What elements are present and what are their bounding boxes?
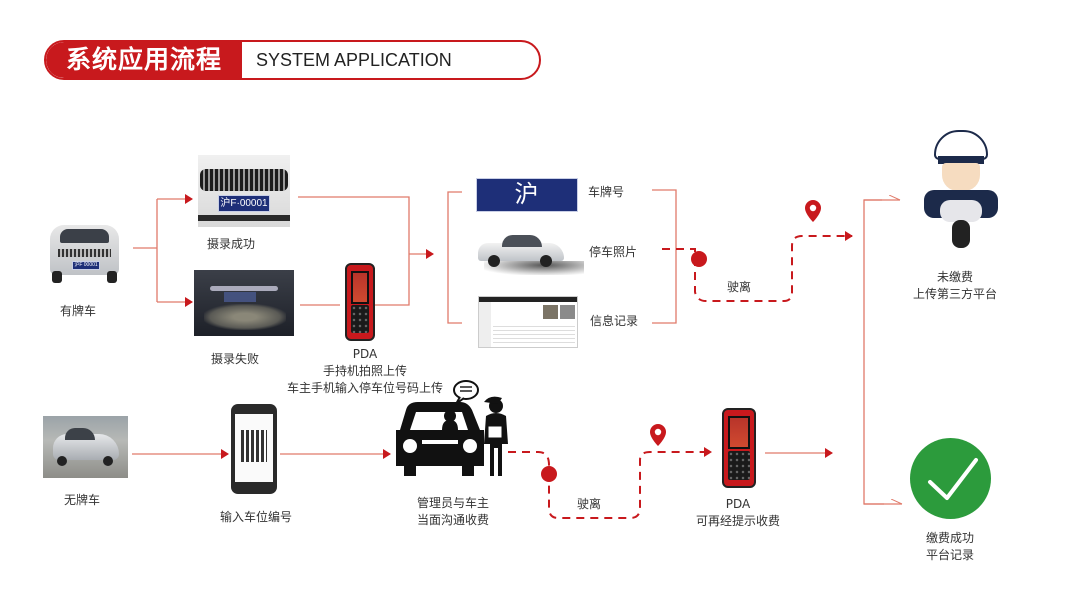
unpaid-caption: 未缴费 上传第三方平台 <box>900 269 1010 303</box>
drive-away-top-label: 驶离 <box>727 280 752 294</box>
capture-fail-label: 摄录失败 <box>210 352 259 366</box>
unplated-car-label: 无牌车 <box>63 493 100 507</box>
pda-remind-line-1: PDA <box>725 497 751 511</box>
bracket-left <box>447 191 462 324</box>
pda-upload-caption: PDA 手持机拍照上传 车主手机输入停车位号码上传 <box>270 346 460 397</box>
connector-car-branch <box>133 199 158 302</box>
unpaid-line-2: 上传第三方平台 <box>912 287 997 301</box>
pda-device <box>722 408 756 488</box>
license-plate: 沪F·00001 <box>476 178 578 240</box>
connector-success-merge <box>298 196 410 306</box>
capture-success-label: 摄录成功 <box>206 237 255 251</box>
pda-upload-line-3: 车主手机输入停车位号码上传 <box>286 381 443 395</box>
phone-qr <box>231 404 277 494</box>
paid-line-2: 平台记录 <box>925 548 974 562</box>
plate-number-label: 车牌号 <box>588 185 625 199</box>
bracket-outcome <box>863 199 884 505</box>
speech-bubble-icon <box>453 380 479 405</box>
plate-text: 沪F·00001 <box>218 195 270 212</box>
pda-upload-line-2: 手持机拍照上传 <box>322 364 407 378</box>
car-with-plate-photo: 沪F 00001 <box>44 217 125 287</box>
plate-capture-photo: 沪F·00001 <box>198 155 290 227</box>
paid-caption: 缴费成功 平台记录 <box>900 530 1000 564</box>
pda-remind-caption: PDA 可再经提示收费 <box>688 496 788 530</box>
unplated-car-photo <box>43 416 128 478</box>
start-dot-bottom <box>541 466 557 482</box>
paid-line-1: 缴费成功 <box>925 531 974 545</box>
pda-remind-line-2: 可再经提示收费 <box>695 514 780 528</box>
dashed-route-top <box>662 231 853 302</box>
header-title-cn: 系统应用流程 <box>46 42 242 78</box>
drive-away-bottom-label: 驶离 <box>577 497 602 511</box>
pda-device <box>345 263 375 341</box>
attendant-line-2: 当面沟通收费 <box>416 513 489 527</box>
attendant-caption: 管理员与车主 当面沟通收费 <box>398 495 508 529</box>
header-title-en: SYSTEM APPLICATION PROCESS <box>256 50 452 70</box>
location-pin-icon <box>650 424 666 446</box>
pda-upload-line-1: PDA <box>352 347 378 361</box>
start-dot-top <box>691 251 707 267</box>
check-circle-icon <box>910 438 991 519</box>
dashed-route-bottom <box>508 447 712 519</box>
bracket-right <box>652 189 677 324</box>
plated-car-label: 有牌车 <box>59 304 96 318</box>
unpaid-line-1: 未缴费 <box>936 270 973 284</box>
enter-space-label: 输入车位编号 <box>219 510 292 524</box>
qr-code-icon <box>241 430 267 462</box>
police-motorcycle <box>918 130 1004 250</box>
parking-photo-label: 停车照片 <box>589 245 638 259</box>
location-pin-icon <box>805 200 821 222</box>
attendant-with-car <box>396 380 508 476</box>
attendant-line-1: 管理员与车主 <box>416 496 489 510</box>
dirty-plate-photo <box>194 270 294 336</box>
info-record-label: 信息记录 <box>590 314 639 328</box>
parked-car-photo <box>474 225 594 275</box>
section-header: 系统应用流程 SYSTEM APPLICATION PROCESS <box>44 40 541 80</box>
record-screenshot <box>478 296 578 348</box>
